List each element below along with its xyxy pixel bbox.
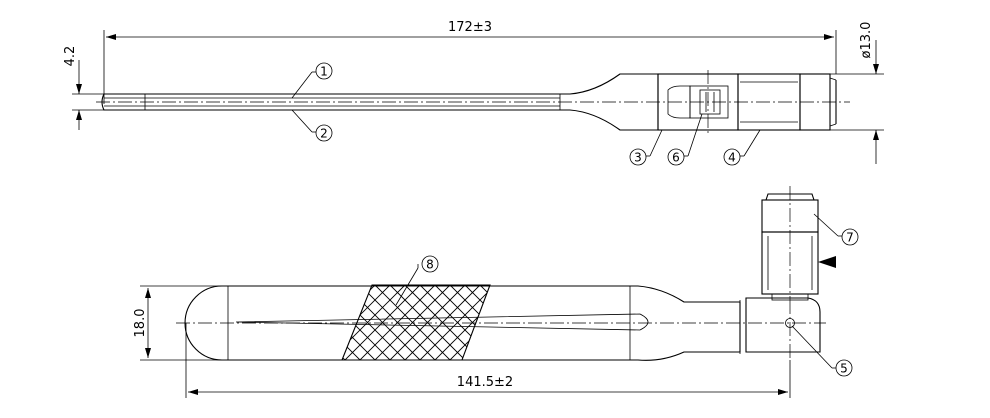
svg-text:7: 7 <box>846 231 854 245</box>
callout-2: 2 <box>291 109 333 142</box>
callout-8: 8 <box>395 255 439 306</box>
svg-text:6: 6 <box>672 151 680 165</box>
callout-7: 7 <box>813 213 859 246</box>
callout-1: 1 <box>291 62 333 99</box>
callout-6: 6 <box>667 113 703 166</box>
svg-text:3: 3 <box>634 151 642 165</box>
svg-text:5: 5 <box>840 362 848 376</box>
svg-text:2: 2 <box>320 127 328 141</box>
callout-5: 5 <box>791 325 853 377</box>
svg-text:4: 4 <box>728 151 736 165</box>
top-view: 172±3 4.2 ø <box>63 20 884 166</box>
overall-length-label: 172±3 <box>448 20 492 35</box>
knurled-nut <box>799 73 831 131</box>
body-width-label: 18.0 <box>133 309 148 338</box>
svg-text:1: 1 <box>320 65 328 79</box>
direction-arrow-indicator <box>818 256 836 268</box>
tip-diameter-label: 4.2 <box>63 46 78 67</box>
antenna-whip-body <box>101 73 659 131</box>
callout-4: 4 <box>723 129 761 166</box>
bottom-view: 18.0 141.5±2 8 7 5 <box>133 186 859 398</box>
connector-diameter-label: ø13.0 <box>859 22 874 59</box>
folded-length-label: 141.5±2 <box>457 375 513 390</box>
right-angle-joint <box>745 297 821 353</box>
callout-3: 3 <box>629 129 663 166</box>
svg-text:8: 8 <box>426 258 434 272</box>
